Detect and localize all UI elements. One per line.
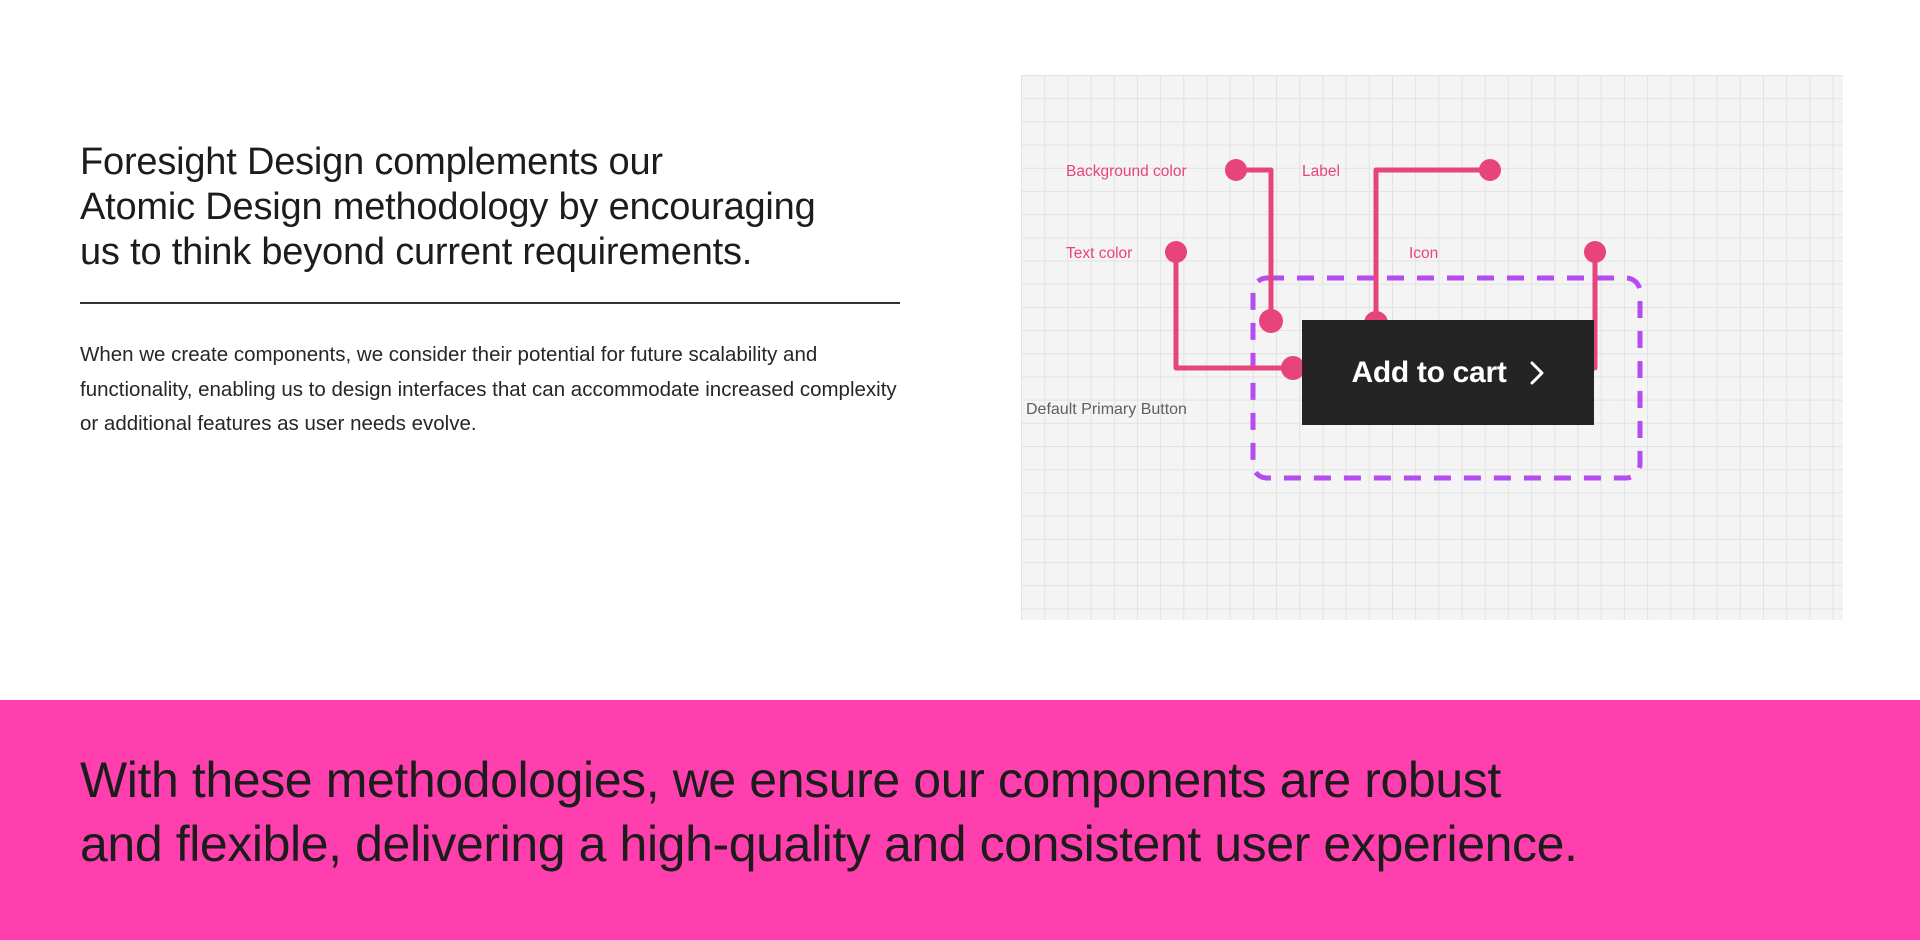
anchor-dot-background-color bbox=[1225, 159, 1247, 181]
diagram-caption: Default Primary Button bbox=[1026, 401, 1187, 418]
connector-background-color bbox=[1233, 167, 1274, 324]
connector-text-color bbox=[1173, 249, 1296, 371]
target-dot-text-color bbox=[1281, 356, 1305, 380]
section-divider bbox=[80, 302, 900, 305]
annotation-label-label: Label bbox=[1302, 163, 1340, 180]
page-headline: Foresight Design complements our Atomic … bbox=[80, 141, 816, 273]
component-anatomy-diagram: Add to cart Background color Text color … bbox=[1021, 75, 1843, 620]
annotation-label-text-color: Text color bbox=[1066, 245, 1133, 262]
anchor-dot-label bbox=[1479, 159, 1501, 181]
connector-label bbox=[1373, 167, 1493, 326]
component-bounds-dashed-box bbox=[1250, 275, 1643, 481]
add-to-cart-button[interactable]: Add to cart bbox=[1302, 320, 1594, 425]
summary-banner-text: With these methodologies, we ensure our … bbox=[80, 752, 1578, 872]
anchor-dot-icon bbox=[1584, 241, 1606, 263]
annotation-label-icon: Icon bbox=[1409, 245, 1439, 262]
intro-text-column: Foresight Design complements our Atomic … bbox=[80, 140, 910, 442]
chevron-right-icon bbox=[1529, 360, 1545, 386]
summary-banner: With these methodologies, we ensure our … bbox=[0, 700, 1920, 940]
body-paragraph: When we create components, we consider t… bbox=[80, 343, 897, 436]
add-to-cart-button-label: Add to cart bbox=[1351, 355, 1507, 389]
diagram-canvas: Add to cart Background color Text color … bbox=[1021, 75, 1843, 620]
target-dot-background-color bbox=[1259, 309, 1283, 333]
anchor-dot-text-color bbox=[1165, 241, 1187, 263]
annotation-label-background-color: Background color bbox=[1066, 163, 1187, 180]
